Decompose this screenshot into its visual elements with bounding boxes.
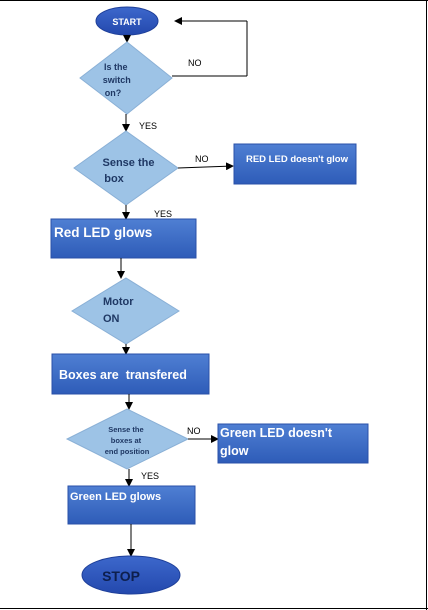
svg-text:Sense the box: Sense the box — [102, 157, 157, 185]
decision-end-position-diamond — [65, 408, 190, 470]
svg-text:Sense the boxes at: Sense the boxes at end position — [105, 425, 150, 456]
svg-text:Is the switch on?: Is the switch on? — [103, 62, 134, 98]
green-led-no-glow-box — [217, 423, 369, 464]
green-led-no-glow-line2: glow — [220, 444, 249, 458]
red-led-glows-box — [50, 218, 197, 259]
green-led-glows-box — [67, 485, 196, 525]
label-no-1: NO — [188, 58, 202, 68]
green-led-glows-label: Green LED glows — [70, 491, 161, 503]
boxes-transferred-label: Boxes are transfered — [59, 368, 187, 382]
motor-on-line1: Motor — [103, 296, 134, 308]
svg-text:Green LED doesn't glow: Green LED doesn't glow — [220, 426, 336, 458]
stop-label: STOP — [102, 568, 140, 584]
motor-on-line2: ON — [103, 313, 120, 325]
start-label: START — [112, 17, 142, 27]
green-led-no-glow-line1: Green LED doesn't — [220, 426, 333, 440]
label-no-3: NO — [187, 426, 201, 436]
decision-end-line3: end position — [105, 447, 150, 456]
red-led-glows-label: Red LED glows — [54, 225, 152, 240]
boxes-transferred-box — [51, 353, 210, 395]
decision-switch-line3: on? — [105, 88, 122, 98]
red-led-no-glow-box — [233, 143, 357, 185]
decision-switch-line2: switch — [103, 75, 131, 85]
label-yes-3: YES — [141, 471, 159, 481]
decision-end-line1: Sense the — [108, 425, 143, 434]
decision-sense-box-line1: Sense the — [102, 157, 154, 169]
decision-switch-diamond — [79, 41, 173, 115]
decision-sense-box-line2: box — [104, 173, 124, 185]
arrow-sense-to-red-no — [177, 162, 234, 171]
frame-border-top — [0, 0, 428, 1]
svg-text:Motor ON: Motor ON — [103, 296, 137, 325]
frame-border-bottom — [0, 608, 428, 609]
label-no-2: NO — [195, 154, 209, 164]
decision-switch-line1: Is the — [104, 62, 128, 72]
motor-on-diamond — [71, 277, 180, 345]
label-yes-2: YES — [154, 209, 172, 219]
label-yes-1: YES — [139, 121, 157, 131]
decision-end-line2: boxes at — [111, 436, 142, 445]
frame-border-right — [426, 0, 427, 610]
red-led-no-glow-label: RED LED doesn't glow — [246, 154, 349, 165]
stop-oval — [81, 555, 181, 595]
